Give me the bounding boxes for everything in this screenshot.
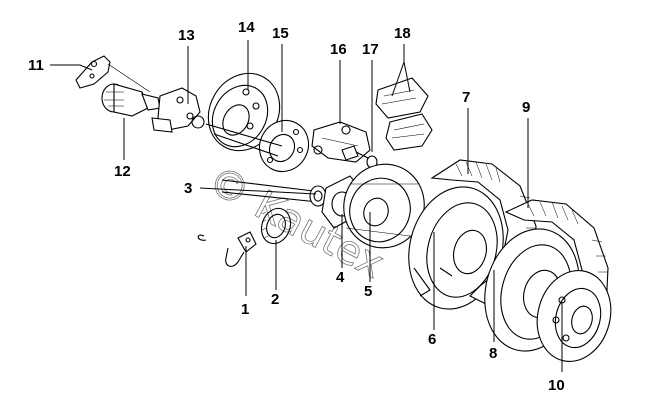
callout-15: 15 [272, 25, 289, 42]
callout-5: 5 [364, 283, 372, 300]
part-16-caliper [311, 121, 371, 163]
part-18-brake-pads [375, 77, 433, 151]
callout-12: 12 [114, 163, 131, 180]
callout-14: 14 [238, 19, 255, 36]
callout-6: 6 [428, 331, 436, 348]
part-11-bracket-plate [75, 55, 151, 93]
part-13-mounting-bracket [151, 87, 205, 133]
callout-7: 7 [462, 89, 470, 106]
part-12-sensor-body [101, 83, 161, 117]
callout-8: 8 [489, 345, 497, 362]
part-1-valve-clip [197, 231, 257, 267]
callout-17: 17 [362, 41, 379, 58]
callout-13: 13 [178, 27, 195, 44]
callout-4: 4 [336, 269, 345, 286]
leader-lines [50, 40, 563, 372]
callout-labels: 11 12 13 14 15 16 17 18 3 1 2 4 5 6 7 8 … [28, 19, 565, 394]
part-15-hub [205, 119, 310, 173]
callout-11: 11 [28, 57, 44, 74]
part-17-bolt [341, 145, 378, 169]
callout-18: 18 [394, 25, 411, 42]
part-6-wheel-rim [408, 186, 504, 310]
callout-3: 3 [184, 180, 192, 197]
callout-1: 1 [241, 301, 249, 318]
callout-2: 2 [271, 291, 279, 308]
callout-9: 9 [522, 99, 530, 116]
callout-16: 16 [330, 41, 347, 58]
part-2-seal-ring [260, 207, 292, 245]
callout-10: 10 [548, 377, 565, 394]
